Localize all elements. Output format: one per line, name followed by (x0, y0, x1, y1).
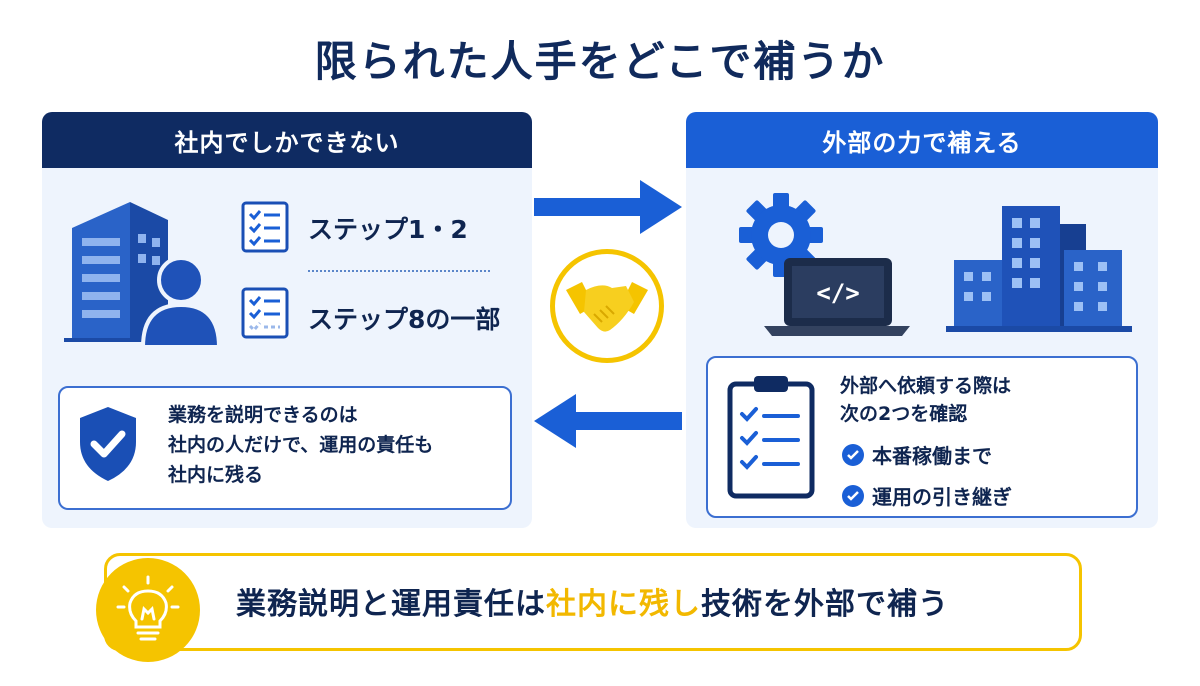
checklist-icon (241, 201, 289, 253)
handshake-circle (550, 249, 664, 363)
check-item: 本番稼働まで (842, 440, 1012, 469)
internal-note-text: 業務を説明できるのは 社内の人だけで、運用の責任も 社内に残る (168, 404, 434, 486)
internal-note-card (58, 386, 512, 510)
check-circle-icon (842, 443, 864, 466)
step-1-2-label: ステップ1・2 (308, 215, 468, 244)
summary-highlight: 社内に残し (546, 587, 701, 622)
clipboard-icon (727, 376, 815, 499)
internal-panel-header: 社内でしかできない (42, 112, 532, 168)
step-8-label: ステップ8の一部 (308, 305, 501, 334)
person-icon (140, 256, 222, 349)
check-item: 運用の引き継ぎ (842, 481, 1012, 510)
check-circle-icon (842, 484, 864, 507)
svg-text:</>: </> (816, 279, 859, 307)
divider (308, 270, 490, 272)
arrow-left-icon (534, 394, 682, 448)
external-note-text: 外部へ依頼する際は 次の2つを確認 (840, 375, 1012, 425)
checklist-partial-icon (241, 287, 289, 339)
shield-check-icon (80, 407, 136, 481)
external-panel-header: 外部の力で補える (686, 112, 1158, 168)
office-buildings-icon (946, 206, 1132, 332)
arrow-right-icon (534, 180, 682, 234)
handshake-icon (566, 282, 648, 332)
summary-bar (104, 553, 1082, 651)
external-check-list: 本番稼働まで 運用の引き継ぎ (842, 440, 1012, 510)
laptop-code-icon: </> (764, 258, 910, 336)
lightbulb-icon (116, 575, 180, 641)
office-building-icon (64, 202, 214, 342)
summary-text: 業務説明と運用責任は社内に残し技術を外部で補う (236, 587, 949, 622)
page-title: 限られた人手をどこで補うか (314, 37, 886, 86)
lightbulb-badge (96, 558, 200, 662)
